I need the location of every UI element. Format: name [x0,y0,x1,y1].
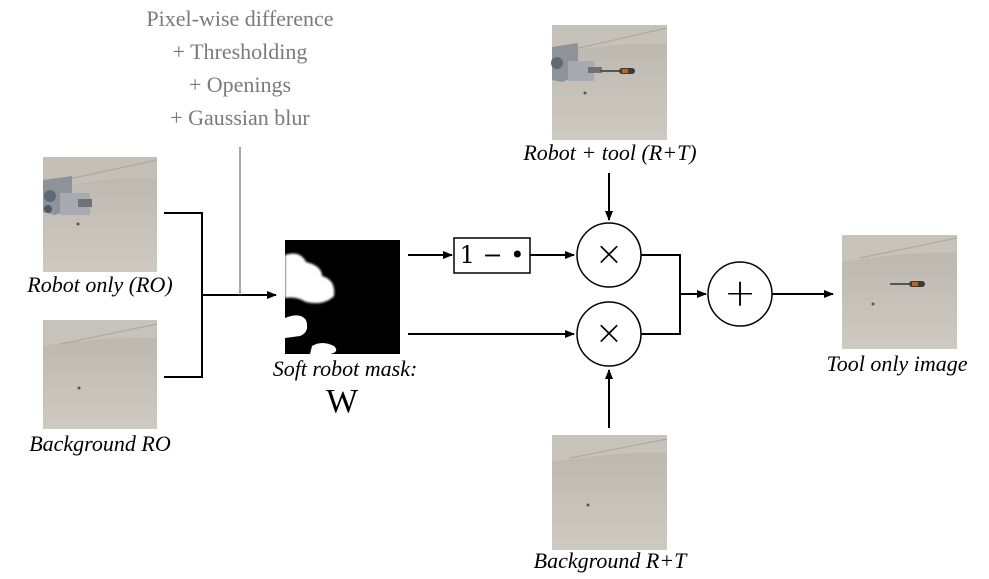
processing-step-4: + Gaussian blur [170,105,310,130]
background-rt-caption: Background R+T [533,548,687,573]
multiply-symbol-top: × [594,234,624,274]
add-symbol: + [724,271,756,315]
robot-only-image [43,157,158,272]
processing-step-1: Pixel-wise difference [146,6,334,31]
tool-only-image [842,235,958,349]
processing-step-2: + Thresholding [172,39,308,64]
mask-caption: Soft robot mask: [272,356,418,381]
robot-only-caption: Robot only (RO) [27,272,173,297]
sum-connector [641,254,707,335]
robot-tool-image [551,25,668,140]
soft-robot-mask [285,240,400,354]
mask-symbol: W [326,383,359,420]
background-rt-image [552,435,668,550]
robot-tool-caption: Robot + tool (R+T) [523,140,697,165]
background-ro-image [43,320,158,429]
invert-box [453,237,531,274]
background-ro-caption: Background RO [29,431,171,456]
multiply-symbol-bottom: × [594,313,624,353]
input-connector [164,212,277,378]
invert-label: 1 − • [459,241,525,269]
processing-step-3: + Openings [188,72,292,97]
tool-only-caption: Tool only image [826,351,968,376]
